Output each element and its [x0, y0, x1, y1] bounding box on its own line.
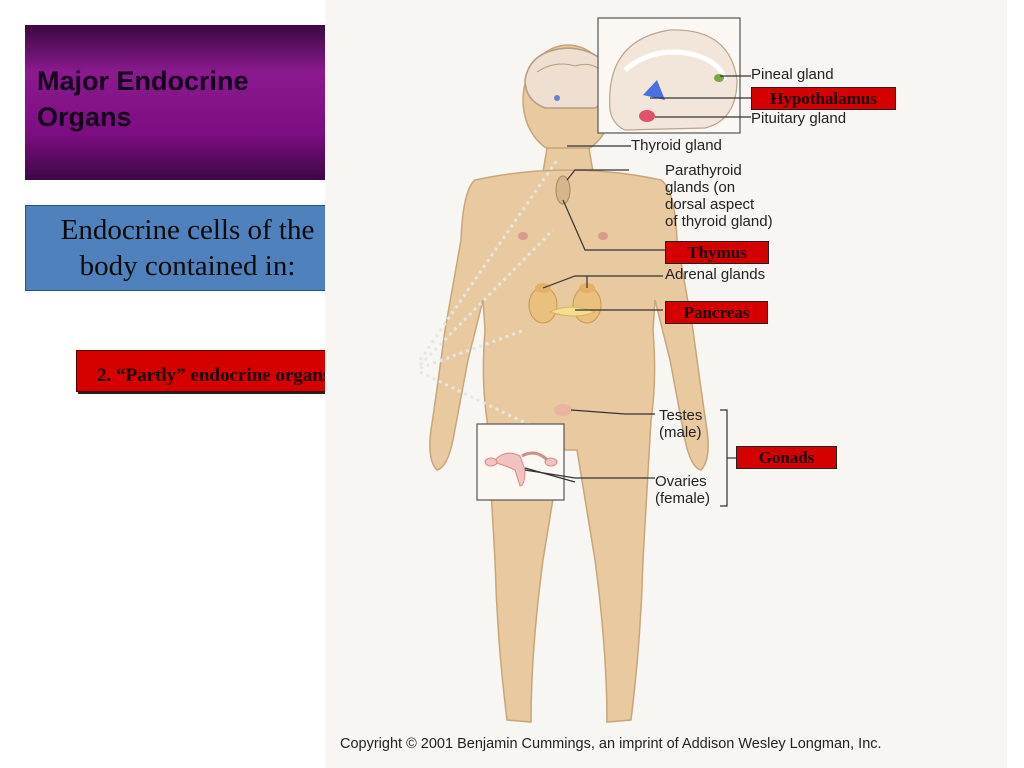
body-illustration — [418, 17, 751, 723]
organs — [518, 175, 608, 416]
subtitle-text: Endocrine cells of the body contained in… — [60, 214, 315, 282]
callout-text: 2. “Partly” endocrine organs — [97, 365, 331, 386]
highlight-hypothalamus: Hypothalamus — [751, 87, 896, 110]
label-testes: Testes (male) — [659, 407, 703, 441]
copyright-notice: Copyright © 2001 Benjamin Cummings, an i… — [340, 736, 882, 752]
label-pineal-gland: Pineal gland — [751, 66, 834, 83]
highlight-thymus: Thymus — [665, 241, 769, 264]
endocrine-figure: Pineal gland Pituitary gland Thyroid gla… — [325, 0, 1007, 768]
highlight-gonads: Gonads — [736, 446, 837, 469]
brain-inset — [597, 17, 741, 134]
label-parathyroid-glands: Parathyroid glands (on dorsal aspect of … — [665, 162, 773, 230]
label-pituitary-gland: Pituitary gland — [751, 110, 847, 127]
label-ovaries: Ovaries (female) — [655, 473, 711, 507]
ovary-inset — [476, 423, 565, 501]
label-thyroid-gland: Thyroid gland — [631, 137, 722, 154]
dotted-connectors — [418, 159, 559, 432]
subtitle-box: Endocrine cells of the body contained in… — [25, 205, 350, 291]
highlight-pancreas: Pancreas — [665, 301, 768, 324]
slide-title: Major Endocrine Organs — [37, 66, 249, 132]
leader-lines — [524, 75, 751, 507]
slide-title-box: Major Endocrine Organs — [25, 25, 325, 180]
label-adrenal-glands: Adrenal glands — [665, 266, 766, 283]
